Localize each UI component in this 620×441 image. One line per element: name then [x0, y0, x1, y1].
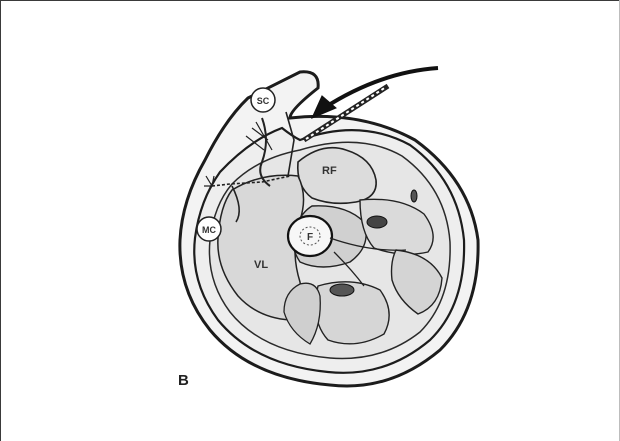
f-label: F	[307, 232, 313, 243]
rf-label: RF	[322, 165, 337, 177]
femoral-vessel	[367, 216, 387, 228]
panel-label: B	[178, 372, 189, 389]
arrow-head	[312, 96, 336, 118]
vl-label: VL	[254, 259, 268, 271]
saphenous-vein	[411, 190, 417, 202]
deep-femoral-vessel	[330, 284, 354, 296]
mc-label: MC	[202, 225, 216, 235]
sc-label: SC	[257, 96, 270, 106]
